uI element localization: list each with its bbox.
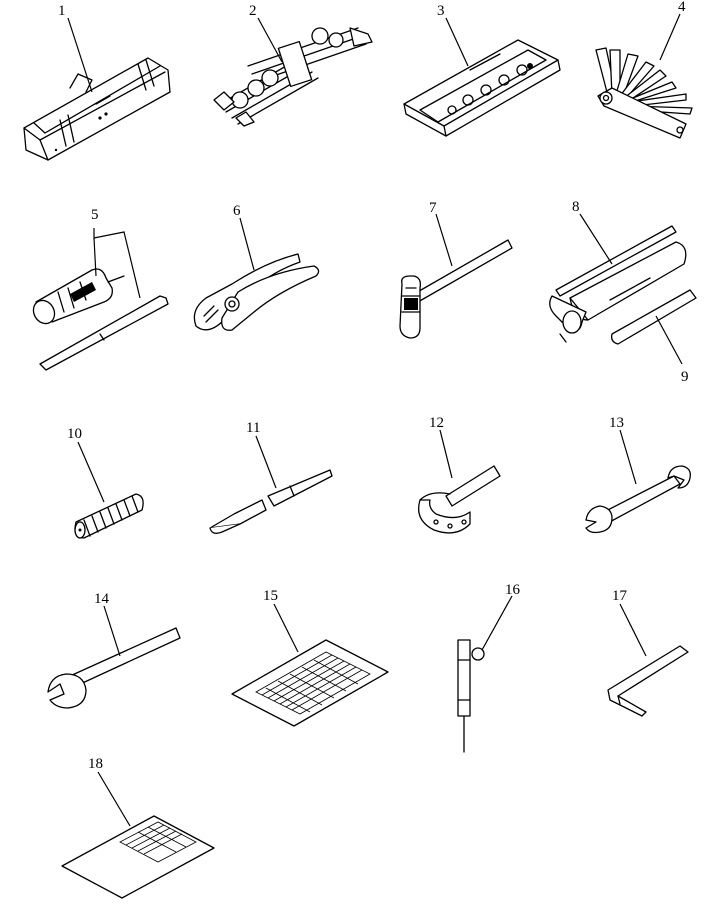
callout-9: 9 — [681, 369, 689, 385]
grease-gun-part — [549, 225, 697, 345]
callout-15: 15 — [263, 588, 278, 604]
callout-5: 5 — [91, 207, 99, 223]
pliers-part — [193, 253, 320, 331]
spring-part — [74, 493, 144, 539]
open-end-wrench-part — [585, 465, 691, 534]
manual-sheet-part — [231, 639, 389, 727]
callout-17: 17 — [612, 588, 628, 604]
callout-3: 3 — [437, 3, 445, 19]
feeler-gauge-part — [595, 47, 693, 139]
gauge-rod-part — [457, 639, 485, 753]
hex-key-part — [607, 645, 689, 717]
spanner-part — [47, 627, 181, 709]
leader-lines — [67, 13, 683, 827]
socket-set-part — [403, 39, 561, 137]
filter-wrench-part — [417, 465, 501, 534]
screwdriver-part — [32, 268, 169, 371]
callout-11: 11 — [246, 420, 260, 436]
callout-16: 16 — [505, 582, 521, 598]
callout-7: 7 — [429, 200, 437, 216]
callout-12: 12 — [429, 415, 444, 431]
callout-10: 10 — [67, 426, 82, 442]
instruction-sheet-part — [61, 815, 215, 899]
callout-8: 8 — [572, 199, 580, 215]
hammer-part — [399, 239, 513, 339]
callout-2: 2 — [249, 3, 257, 19]
tool-bag-part — [23, 57, 171, 161]
callout-13: 13 — [609, 415, 624, 431]
callout-14: 14 — [94, 591, 110, 607]
callout-18: 18 — [88, 756, 103, 772]
callout-1: 1 — [58, 3, 66, 19]
wrench-set-part — [213, 27, 373, 127]
callout-6: 6 — [233, 203, 241, 219]
callout-4: 4 — [678, 0, 686, 15]
pry-bar-part — [209, 469, 333, 534]
callout-numbers: 1 2 3 4 5 6 7 8 9 10 11 12 13 14 15 16 1… — [58, 0, 689, 772]
